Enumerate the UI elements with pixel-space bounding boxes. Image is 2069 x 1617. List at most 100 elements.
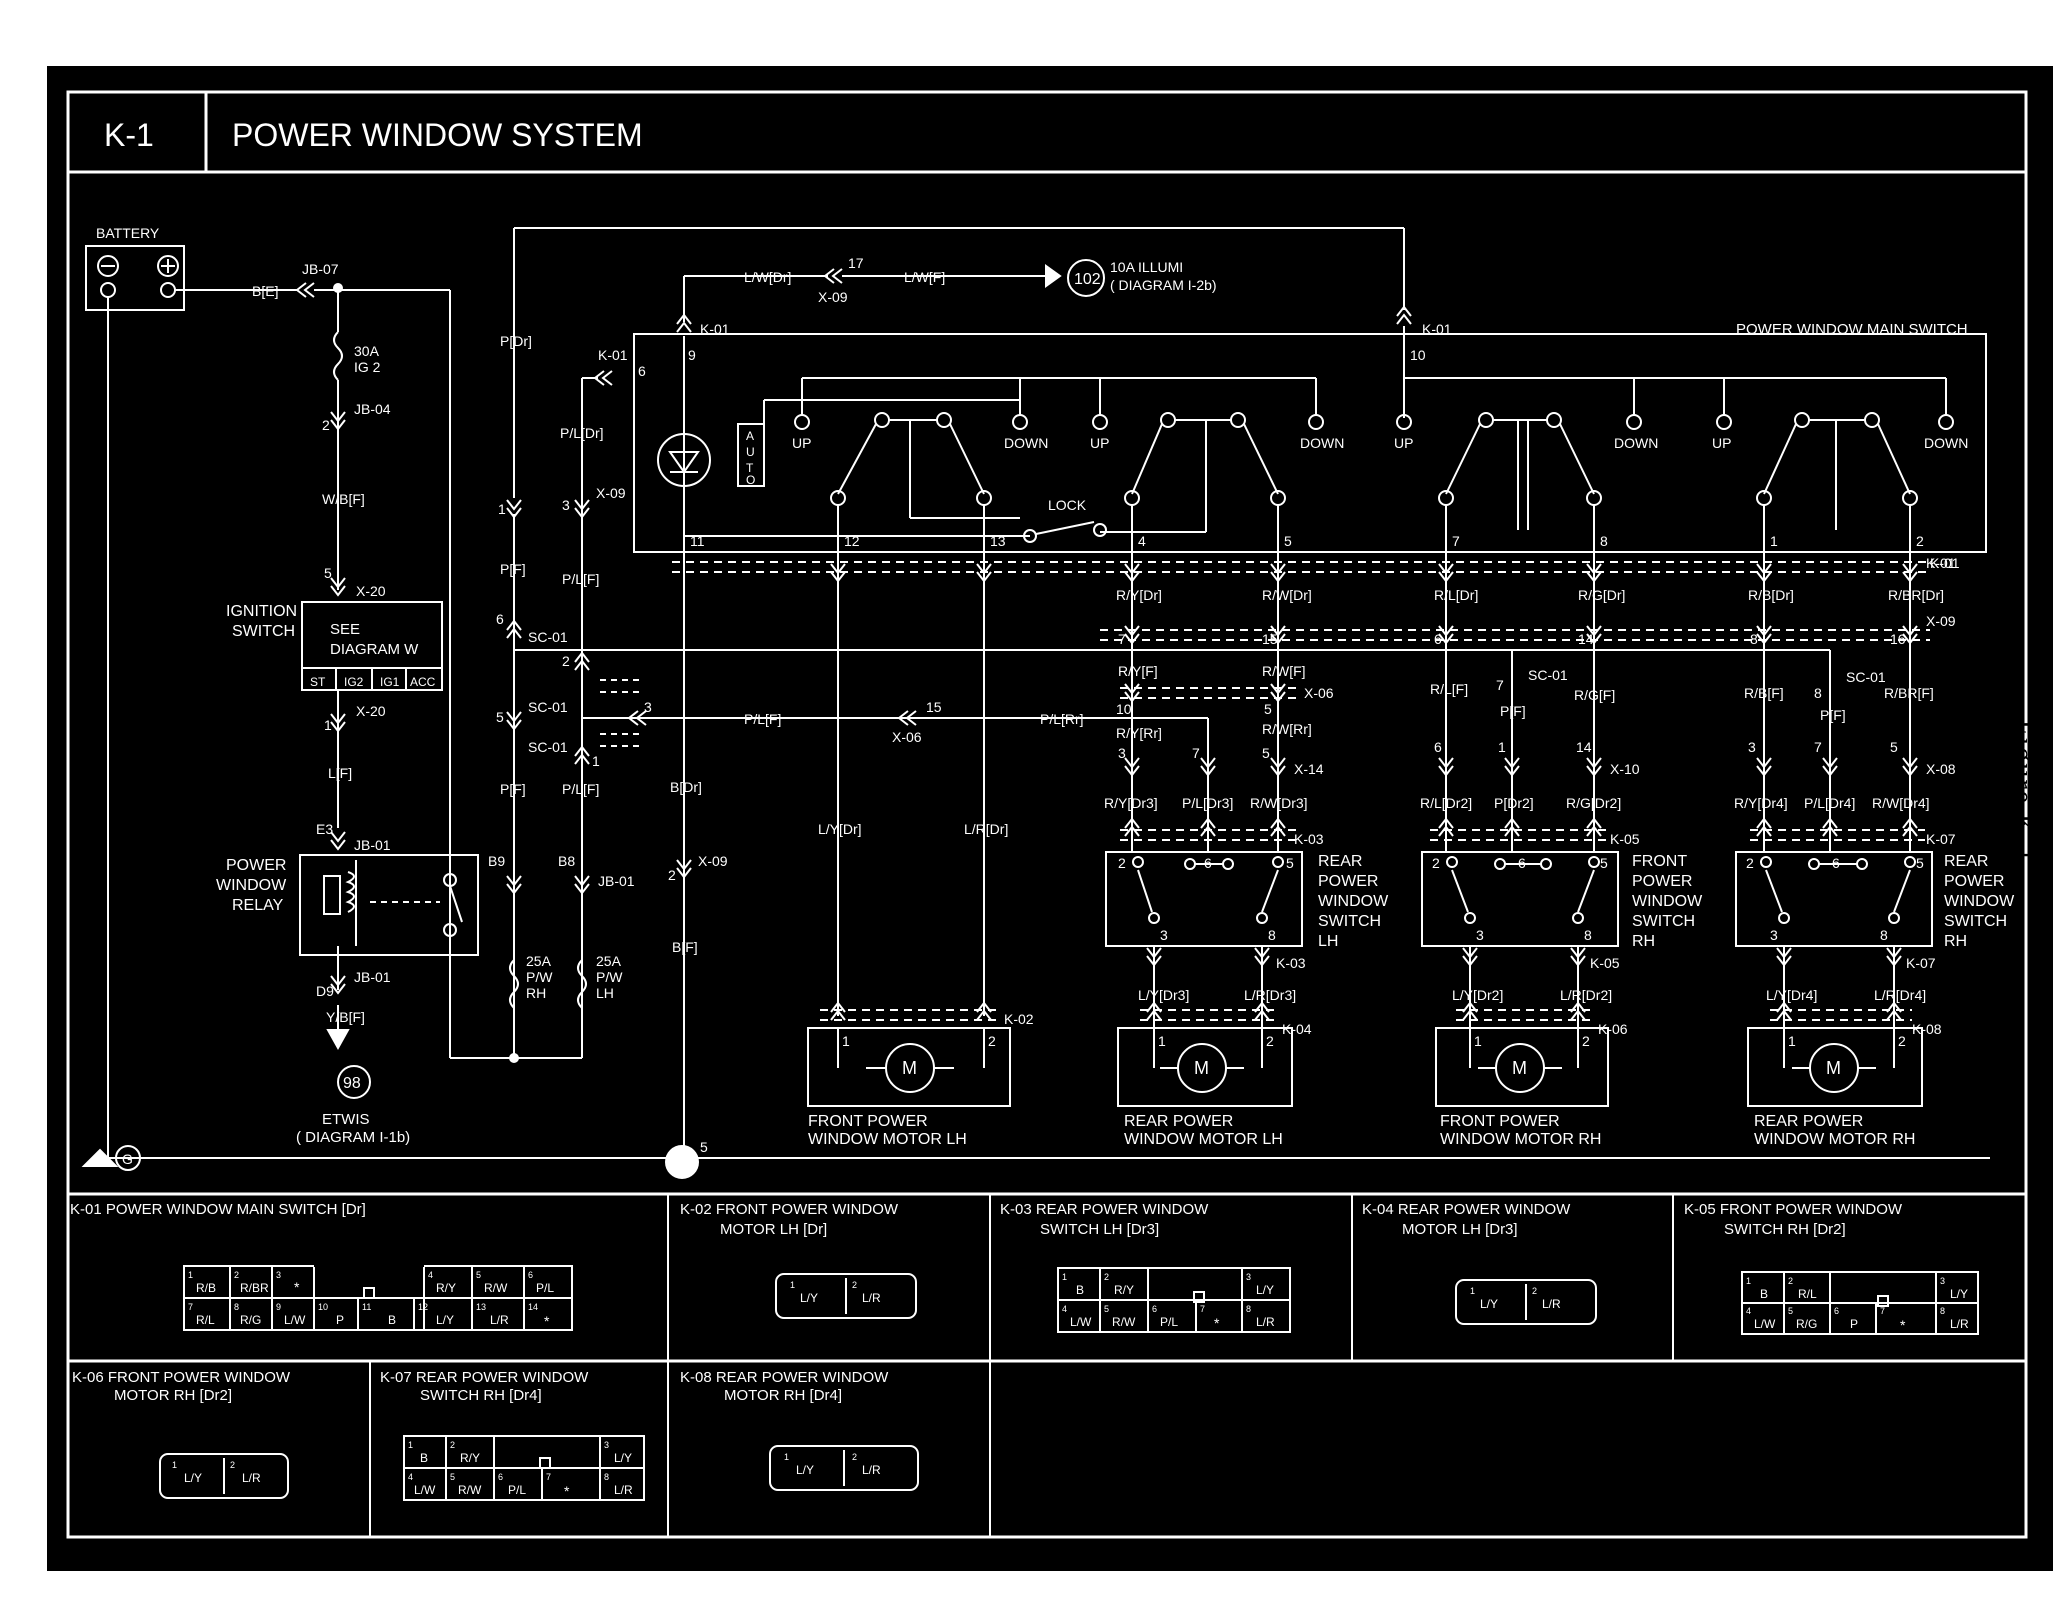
pin2-left: 2	[322, 417, 330, 433]
k03-b3-num: 6	[1152, 1304, 1157, 1314]
k01-t3-val: *	[294, 1279, 300, 1295]
k08-p1-val: L/Y	[796, 1463, 814, 1477]
rear-lh-s5: 5	[1286, 855, 1294, 871]
main-pin-1: 1	[1770, 533, 1778, 549]
rear-lh-w9: R/W[Dr3]	[1250, 795, 1308, 811]
up-label-3: UP	[1394, 435, 1413, 451]
k04-p1-val: L/Y	[1480, 1297, 1498, 1311]
rear-lh-w8: P/L[Dr3]	[1182, 795, 1233, 811]
rear-rh-p3: 3	[1748, 739, 1756, 755]
front-rh-sw-c: WINDOW	[1632, 893, 1703, 910]
k01-b4-val: P	[336, 1313, 344, 1327]
k03-b1-val: L/W	[1070, 1315, 1092, 1329]
k07-b3-val: P/L	[508, 1483, 526, 1497]
main-pin-11: 11	[690, 533, 705, 549]
front-rh-k05a: K-05	[1610, 831, 1640, 847]
rear-lh-w6: R/W[Rr]	[1262, 721, 1312, 737]
b9-label: B9	[488, 853, 505, 869]
rear-lh-sw-d: SWITCH	[1318, 913, 1381, 930]
k07-b1-val: L/W	[414, 1483, 436, 1497]
rear-lh-m: M	[1194, 1058, 1209, 1078]
rear-lh-w4: R/W[F]	[1262, 663, 1306, 679]
front-lh-p1: 1	[842, 1033, 850, 1049]
rear-rh-k01: K-01	[1930, 555, 1960, 571]
rear-rh-name-b: WINDOW MOTOR RH	[1754, 1131, 1915, 1148]
rear-lh-m2: 2	[1266, 1033, 1274, 1049]
rear-rh-s6: 6	[1832, 855, 1840, 871]
k01-b4-num: 10	[318, 1302, 328, 1312]
k03-t1-num: 1	[1062, 1272, 1067, 1282]
connector-faces	[159, 1265, 1979, 1501]
k01-b3-val: L/W	[284, 1313, 306, 1327]
rear-rh-s5: 5	[1916, 855, 1924, 871]
front-rh-s6: 6	[1518, 855, 1526, 871]
pin5-mid: 5	[496, 709, 504, 725]
front-rh-x10: X-10	[1610, 761, 1640, 777]
k07-b1-num: 4	[408, 1472, 413, 1482]
k08-p2-num: 2	[852, 1452, 857, 1462]
front-rh-w10: L/R[Dr2]	[1560, 987, 1612, 1003]
wire-pdr: P[Dr]	[500, 333, 532, 349]
k07-b4-num: 7	[546, 1472, 551, 1482]
d9-label: D9	[316, 983, 334, 999]
rear-rh-m: M	[1826, 1058, 1841, 1078]
diagram-sheet	[47, 66, 2053, 1571]
rear-rh-sw-b: POWER	[1944, 873, 2004, 890]
figure-side-label: Figure K-1	[2007, 720, 2038, 864]
rear-lh-s3: 3	[1160, 927, 1168, 943]
k01-b8-num: 14	[528, 1302, 538, 1312]
rear-rh-p5: 5	[1890, 739, 1898, 755]
rear-lh-k03b: K-03	[1276, 955, 1306, 971]
x06-mid: X-06	[892, 729, 922, 745]
front-rh-w2: R/G[Dr]	[1578, 587, 1625, 603]
rear-lh-w7: R/Y[Dr3]	[1104, 795, 1158, 811]
k08-title-b: MOTOR RH [Dr4]	[724, 1387, 842, 1404]
front-rh-name-b: WINDOW MOTOR RH	[1440, 1131, 1601, 1148]
k02-p2-num: 2	[852, 1280, 857, 1290]
ground-g: G	[122, 1151, 133, 1167]
jb07-label: JB-07	[302, 261, 339, 277]
fuse30-a: 30A	[354, 343, 380, 359]
etwis-diagram: ( DIAGRAM I-1b)	[296, 1129, 410, 1146]
k07-t1-num: 1	[408, 1440, 413, 1450]
k03-b1-num: 4	[1062, 1304, 1067, 1314]
rear-lh-k04: K-04	[1282, 1021, 1312, 1037]
front-rh-m: M	[1512, 1058, 1527, 1078]
k06-p1-val: L/Y	[184, 1471, 202, 1485]
k07-title-b: SWITCH RH [Dr4]	[420, 1387, 542, 1404]
k07-b3-num: 6	[498, 1472, 503, 1482]
k01-b6-num: 12	[418, 1302, 428, 1312]
k07-b5-num: 8	[604, 1472, 609, 1482]
ignition-a: IGNITION	[226, 603, 297, 620]
k01-b5-val: B	[388, 1313, 396, 1327]
front-rh-p1: 1	[1498, 739, 1506, 755]
front-rh-k05b: K-05	[1590, 955, 1620, 971]
fuse-rh-c: RH	[526, 985, 546, 1001]
jb04-label: JB-04	[354, 401, 391, 417]
front-rh-p14b: 14	[1576, 739, 1592, 755]
rear-lh-s2: 2	[1118, 855, 1126, 871]
k01-t1-val: R/B	[196, 1281, 216, 1295]
sc01b: SC-01	[528, 699, 568, 715]
front-lh-name-b: WINDOW MOTOR LH	[808, 1131, 967, 1148]
rear-lh-w11: L/R[Dr3]	[1244, 987, 1296, 1003]
pin6b-mid: 6	[496, 611, 504, 627]
k05-t1-val: B	[1760, 1287, 1768, 1301]
pin1b-mid: 1	[592, 753, 600, 769]
rear-lh-s6: 6	[1204, 855, 1212, 871]
sub-switch-lh-internals	[1132, 856, 1284, 924]
k01-b2-num: 8	[234, 1302, 239, 1312]
x20b-label: X-20	[356, 703, 386, 719]
x09-mid: X-09	[596, 485, 626, 501]
rear-lh-sw-c: WINDOW	[1318, 893, 1389, 910]
wire-plf: P/L[F]	[562, 571, 599, 587]
front-rh-k06: K-06	[1598, 1021, 1628, 1037]
front-rh-s8: 8	[1584, 927, 1592, 943]
front-rh-p6: 6	[1434, 631, 1442, 647]
ign-term-ig2: IG2	[344, 675, 364, 689]
k01-b3-num: 9	[276, 1302, 281, 1312]
k01-t4-val: R/Y	[436, 1281, 456, 1295]
rear-rh-w2: R/BR[Dr]	[1888, 587, 1944, 603]
k03-title-a: K-03 REAR POWER WINDOW	[1000, 1201, 1209, 1218]
k01-t6-num: 6	[528, 1270, 533, 1280]
